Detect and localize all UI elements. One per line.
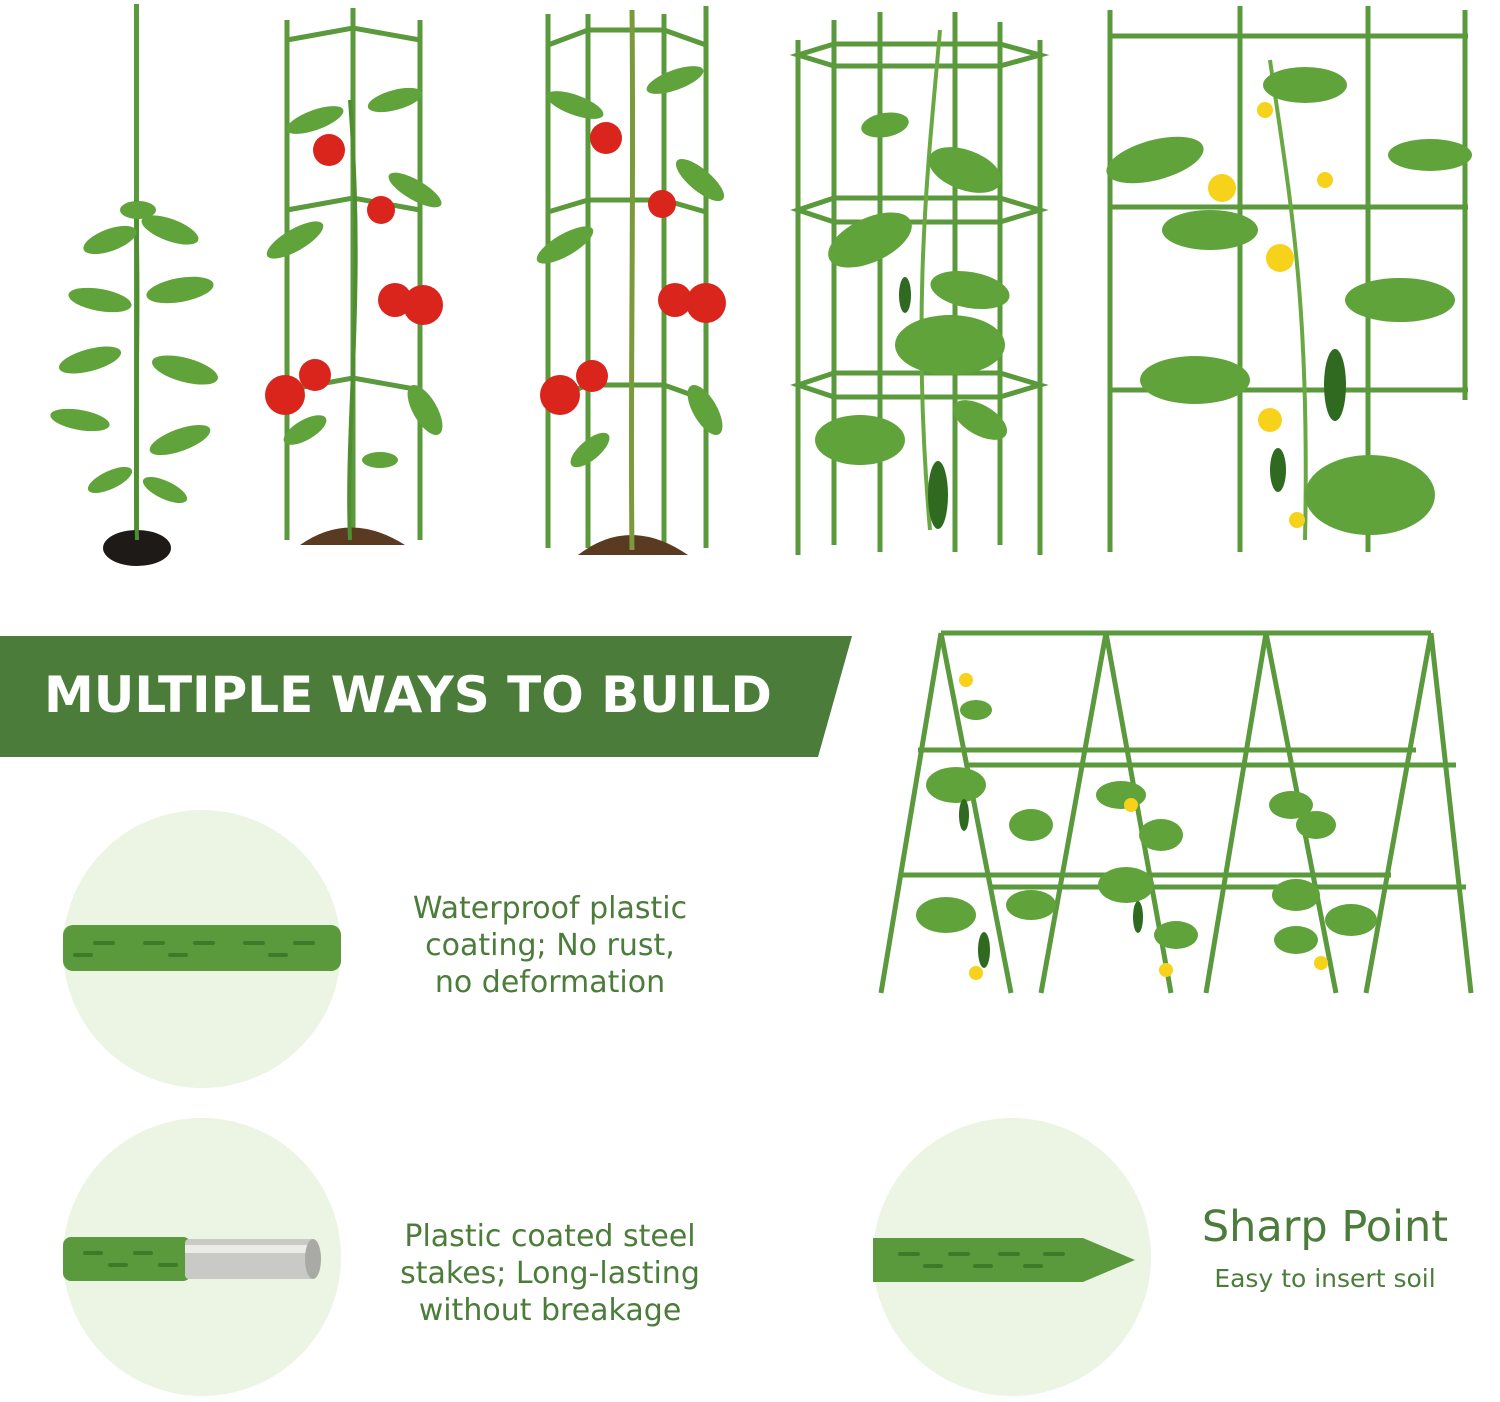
feature-steel-line-1: Plastic coated steel — [404, 1219, 696, 1254]
feature-coating-line-3: no deformation — [434, 965, 666, 1000]
feature-coating-text: Waterproof plastic coating; No rust, no … — [380, 890, 720, 1001]
tomato-plant-in-tall-cage — [536, 6, 726, 555]
sharp-point-subtitle: Easy to insert soil — [1214, 1264, 1436, 1293]
stake-close-up-icon — [63, 925, 341, 971]
feature-steel-line-3: without breakage — [418, 1293, 682, 1328]
sharp-point-stake-icon — [873, 1238, 1135, 1282]
tomato-seedling-with-single-stake — [50, 4, 218, 566]
banner-background — [0, 636, 852, 757]
feature-coating-line-2: coating; No rust, — [425, 928, 675, 963]
cucumber-in-hexagon-cage — [790, 12, 1050, 555]
cucumbers-on-a-frame-trellis — [878, 630, 1474, 994]
feature-steel-text: Plastic coated steel stakes; Long-lastin… — [380, 1218, 720, 1329]
sharp-point-title: Sharp Point — [1201, 1202, 1449, 1252]
feature-steel-line-2: stakes; Long-lasting — [400, 1256, 700, 1291]
tomato-plant-in-short-cage — [265, 8, 443, 545]
cucumber-on-flat-trellis — [1106, 6, 1472, 552]
banner-title: MULTIPLE WAYS TO BUILD — [44, 666, 772, 724]
steel-core-stake-icon — [63, 1237, 321, 1281]
feature-coating-line-1: Waterproof plastic — [412, 891, 688, 926]
